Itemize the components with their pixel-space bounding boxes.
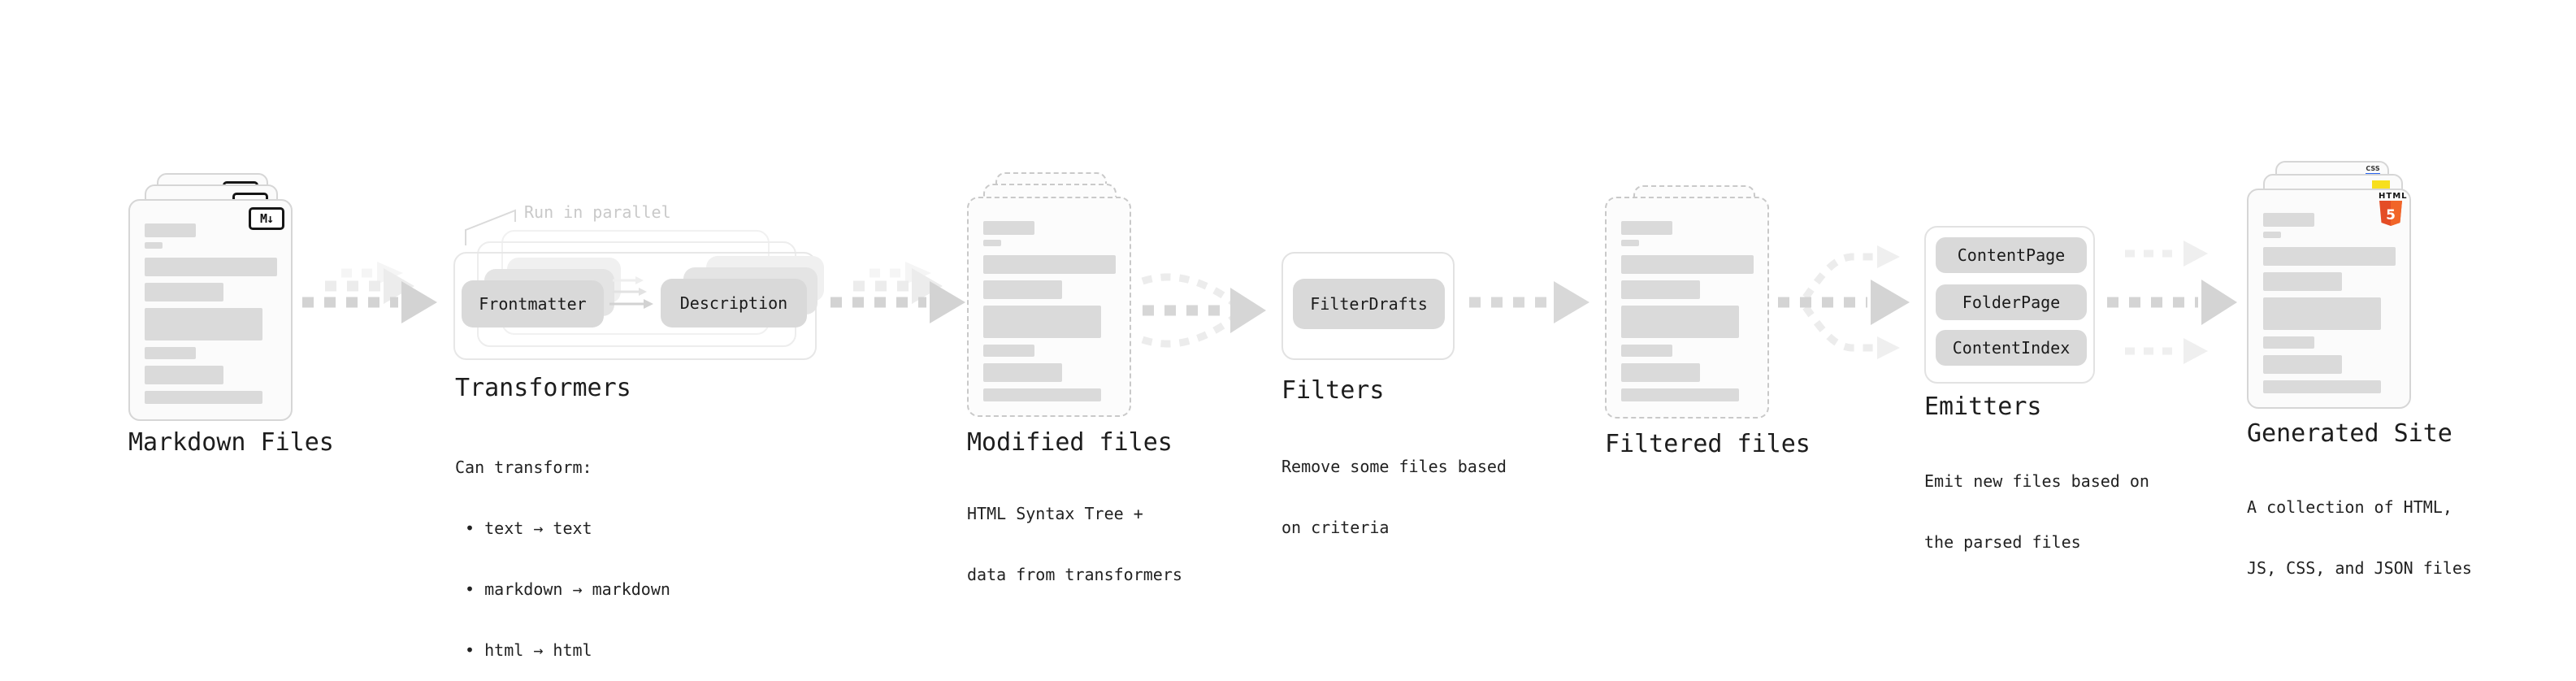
markdown-files-title: Markdown Files [128,428,334,457]
doc-content-bar [145,366,223,384]
desc-line: • text → text [455,518,592,538]
doc-content-bar [983,221,1034,235]
description-box: Description [661,279,807,327]
run-in-parallel-note: Run in parallel [524,202,671,222]
doc-content-bar [2263,297,2381,330]
doc-content-bar [1621,255,1754,274]
doc-content-placeholder [2263,213,2396,393]
doc-content-bar [145,242,163,249]
doc-content-placeholder [145,223,277,404]
modified-files-title: Modified files [967,428,1173,457]
desc-line: • markdown → markdown [455,579,670,599]
html5-icon: HTML 5 [2379,192,2407,230]
emitters-title: Emitters [1924,393,2042,421]
doc-content-bar [1621,306,1739,338]
flow-arrow-icon [1469,281,1589,323]
doc-content-bar [983,306,1101,338]
doc-content-bar [1621,388,1739,401]
doc-content-bar [2263,247,2396,266]
doc-content-bar [983,388,1101,401]
javascript-icon [2372,180,2390,189]
modified-files-description: HTML Syntax Tree + data from transformer… [967,463,1182,626]
filterdrafts-box: FilterDrafts [1293,279,1445,329]
doc-content-bar [983,240,1001,246]
desc-line: Remove some files based [1281,457,1507,476]
doc-content-bar [2263,213,2314,227]
filtered-file-front [1605,197,1769,419]
doc-content-bar [1621,345,1672,357]
desc-line: • html → html [455,640,592,660]
doc-content-bar [145,347,196,359]
desc-line: HTML Syntax Tree + [967,504,1143,523]
folderpage-box: FolderPage [1936,284,2087,320]
doc-content-placeholder [983,221,1116,401]
generated-site-title: Generated Site [2247,419,2452,448]
doc-content-bar [145,308,262,340]
transformers-title: Transformers [455,374,631,402]
doc-content-bar [145,391,262,404]
frontmatter-box: Frontmatter [462,280,604,327]
markdown-file-front: M↓ [128,199,293,421]
doc-content-bar [1621,240,1639,246]
doc-content-bar [1621,221,1672,235]
note-leader-line [465,209,516,245]
doc-content-bar [983,255,1116,274]
flow-arrow-icon [302,262,437,323]
doc-content-bar [2263,336,2314,349]
generated-site-description: A collection of HTML, JS, CSS, and JSON … [2247,457,2472,619]
doc-content-bar [2263,380,2381,393]
desc-line: on criteria [1281,518,1390,537]
contentpage-box: ContentPage [1936,237,2087,273]
transformers-description: Can transform: • text → text • markdown … [455,417,670,681]
modified-file-front [967,197,1131,417]
desc-line: Emit new files based on [1924,471,2149,491]
converging-arrow-icon [1141,273,1266,348]
doc-content-bar [145,258,277,276]
desc-line: A collection of HTML, [2247,497,2452,517]
flow-arrow-icon [830,262,965,323]
doc-content-bar [145,283,223,301]
desc-line: data from transformers [967,565,1182,584]
doc-content-bar [2263,272,2342,291]
site-file-html: HTML 5 [2247,189,2411,409]
filters-title: Filters [1281,376,1385,405]
transform-step-arrows-icon [609,276,653,309]
contentindex-box: ContentIndex [1936,330,2087,366]
doc-content-bar [983,363,1062,382]
doc-content-bar [1621,363,1700,382]
desc-line: Can transform: [455,458,592,477]
desc-line: JS, CSS, and JSON files [2247,558,2472,578]
doc-content-bar [2263,355,2342,374]
filtered-files-title: Filtered files [1605,430,1811,458]
doc-content-bar [145,223,196,237]
triple-arrow-icon [2107,241,2237,364]
svg-text:5: 5 [2386,207,2396,223]
doc-content-bar [983,280,1062,299]
doc-content-placeholder [1621,221,1754,401]
markdown-icon: M↓ [249,207,284,230]
desc-line: the parsed files [1924,532,2081,552]
diverging-arrow-icon [1778,245,1910,359]
doc-content-bar [983,345,1034,357]
filters-description: Remove some files based on criteria [1281,416,1507,579]
doc-content-bar [1621,280,1700,299]
doc-content-bar [2263,232,2281,238]
emitters-description: Emit new files based on the parsed files [1924,431,2149,593]
